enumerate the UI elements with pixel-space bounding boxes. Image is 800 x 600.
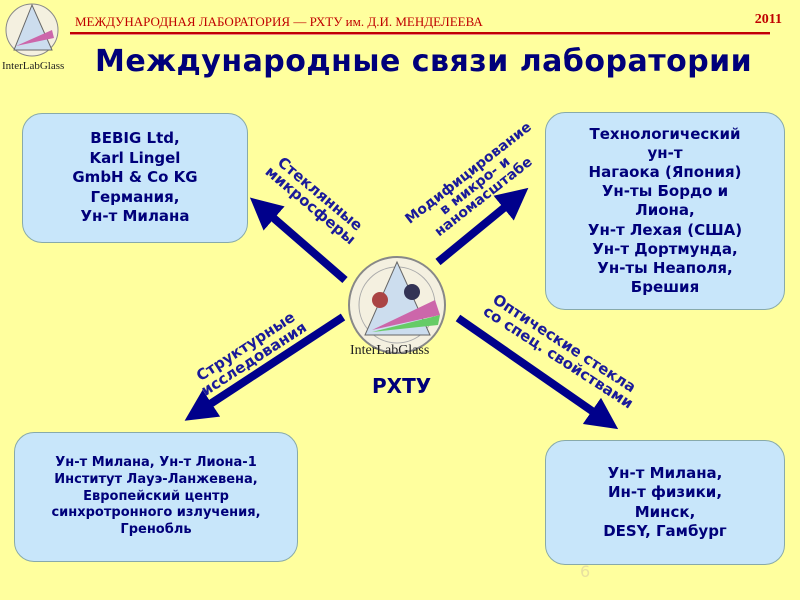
box-line: Ун-т Милана, Ун-т Лиона-1 bbox=[55, 454, 257, 470]
header-logo-text: InterLabGlass bbox=[2, 60, 65, 72]
box-line: ун-т bbox=[647, 143, 683, 162]
arrow-top-left bbox=[249, 197, 348, 284]
box-line: BEBIG Ltd, bbox=[90, 129, 180, 148]
header-logo bbox=[5, 3, 59, 57]
center-logo-text: InterLabGlass bbox=[350, 343, 430, 358]
box-line: Нагаока (Япония) bbox=[588, 163, 742, 182]
box-line: Технологический bbox=[589, 124, 741, 143]
arrow-bottom-right bbox=[455, 314, 619, 430]
box-line: Ун-т Милана, bbox=[607, 463, 723, 482]
box-line: DESY, Гамбург bbox=[603, 522, 727, 540]
box-line: Ун-т Дортмунда, bbox=[592, 239, 738, 258]
box-line: Европейский центр bbox=[83, 488, 229, 504]
header-year: 2011 bbox=[754, 12, 782, 27]
box-line: Karl Lingel bbox=[89, 148, 181, 167]
box-line: Гренобль bbox=[120, 522, 192, 538]
box-line: Ин-т физики, bbox=[607, 483, 723, 501]
box-line: Минск, bbox=[634, 502, 696, 521]
slide-number: 6 bbox=[580, 562, 591, 581]
page-title: Международные связи лаборатории bbox=[95, 44, 753, 79]
box-line: GmbH & Co KG bbox=[72, 168, 198, 187]
arrow-top-right bbox=[435, 187, 529, 266]
box-line: Брешия bbox=[630, 278, 700, 297]
center-label: РХТУ bbox=[372, 374, 432, 398]
header-divider bbox=[70, 32, 770, 35]
box-line: Институт Лауэ-Ланжевена, bbox=[54, 471, 258, 487]
header-text: МЕЖДУНАРОДНАЯ ЛАБОРАТОРИЯ — РХТУ им. Д.И… bbox=[75, 14, 483, 29]
box-line: Ун-ты Бордо и bbox=[601, 182, 729, 201]
box-line: синхротронного излучения, bbox=[51, 505, 261, 521]
center-logo bbox=[348, 256, 446, 354]
box-line: Лиона, bbox=[635, 201, 695, 220]
arrow-bottom-left bbox=[184, 313, 346, 421]
box-bottom-right: Ун-т Милана,Ин-т физики,Минск,DESY, Гамб… bbox=[545, 440, 785, 565]
box-line: Ун-т Лехая (США) bbox=[587, 220, 743, 239]
box-line: Ун-т Милана bbox=[80, 207, 190, 226]
box-line: Германия, bbox=[90, 187, 180, 206]
box-line: Ун-ты Неаполя, bbox=[597, 258, 733, 277]
